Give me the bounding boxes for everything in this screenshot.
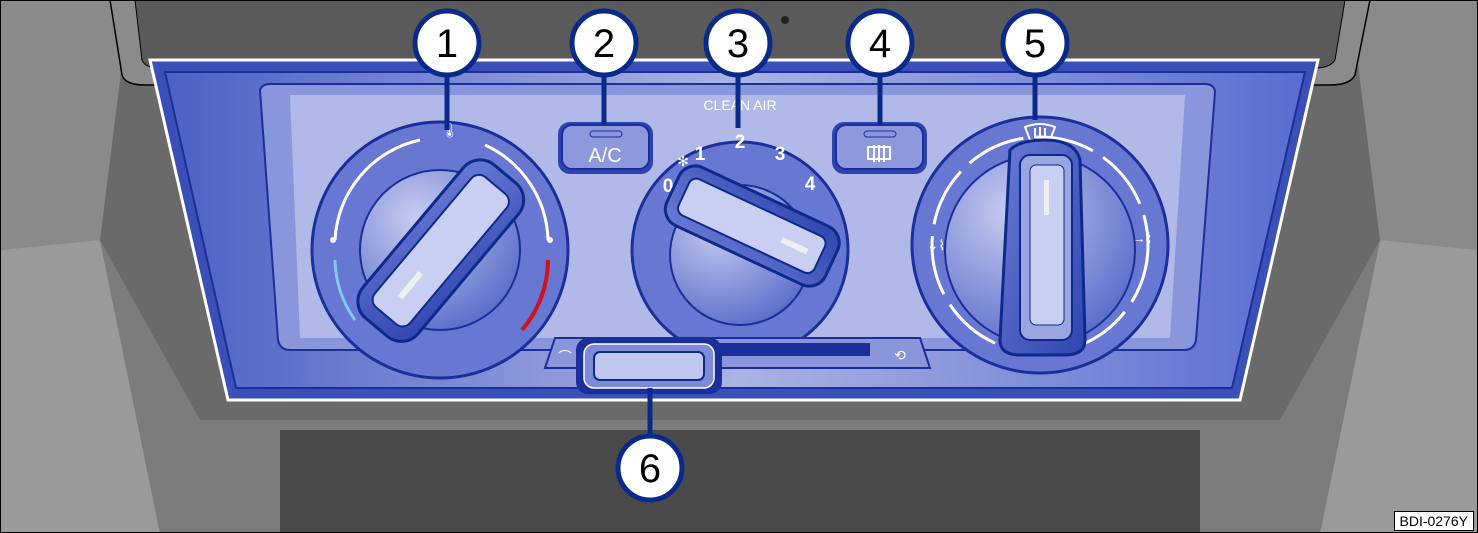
callout-3: 3	[703, 8, 773, 78]
rear-window-heating-button[interactable]	[832, 122, 927, 174]
fan-speed-1: 1	[695, 144, 706, 165]
floor-windshield-icon: ⇣⌇	[927, 237, 946, 253]
svg-text:5: 5	[1024, 22, 1046, 66]
callout-6: 6	[615, 433, 685, 503]
callout-4: 4	[845, 8, 915, 78]
ac-button[interactable]: A/C	[558, 122, 653, 174]
figure-id-label: BDI-0276Y	[1393, 511, 1474, 531]
callout-1: 1	[412, 8, 482, 78]
callout-5: 5	[1000, 8, 1070, 78]
callout-lines	[444, 70, 1038, 440]
thermometer-icon: 🌡	[441, 122, 459, 138]
svg-text:3: 3	[727, 22, 749, 66]
fan-icon: ✻	[677, 153, 689, 169]
svg-text:2: 2	[593, 22, 615, 66]
fan-speed-3: 3	[775, 144, 786, 165]
air-recirculation-slider[interactable]: ⌒ ⟲	[543, 337, 932, 394]
svg-text:1: 1	[436, 22, 458, 66]
cold-scale	[333, 259, 357, 321]
ac-button-label: A/C	[588, 145, 621, 167]
fan-speed-0: 0	[663, 176, 674, 197]
fan-speed-knob[interactable]: 0 1 2 3 4 ✻	[630, 132, 850, 360]
recirculation-icon: ⟲	[894, 347, 906, 363]
svg-text:6: 6	[639, 447, 661, 491]
face-vent-icon: →⌇	[1132, 230, 1153, 246]
fan-speed-4: 4	[805, 174, 816, 195]
temperature-knob[interactable]: 🌡	[310, 120, 570, 380]
fan-speed-2: 2	[735, 132, 746, 153]
callout-2: 2	[569, 8, 639, 78]
rear-defrost-icon	[867, 145, 891, 162]
hot-scale	[520, 259, 550, 332]
fresh-air-icon: ⌒	[558, 349, 572, 365]
windshield-defrost-icon	[1023, 123, 1057, 141]
air-distribution-knob[interactable]: ⇣⌇ →⌇	[910, 115, 1170, 375]
svg-text:4: 4	[869, 22, 891, 66]
